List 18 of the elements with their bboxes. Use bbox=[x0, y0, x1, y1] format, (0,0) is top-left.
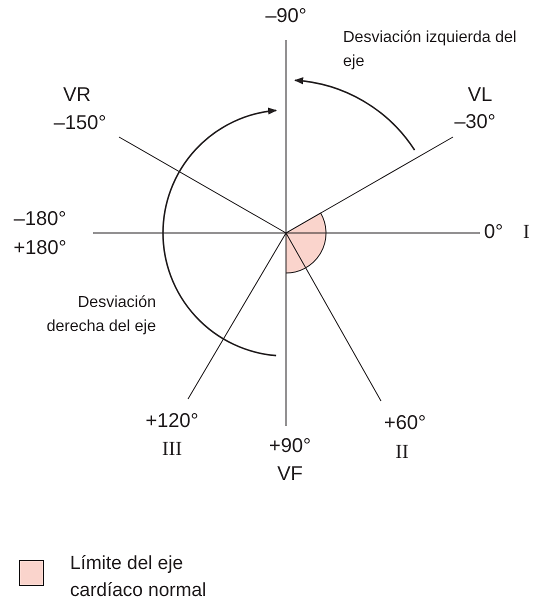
lead-label: I bbox=[523, 220, 531, 244]
legend-text: Límite del eje cardíaco normal bbox=[70, 552, 208, 601]
angle-label: –90° bbox=[264, 4, 308, 28]
angle-label: –30° bbox=[453, 110, 497, 134]
angle-label: +120° bbox=[144, 409, 200, 433]
lead-label: VR bbox=[62, 83, 92, 107]
angle-label: –150° bbox=[52, 111, 108, 135]
lead-label: VF bbox=[276, 462, 304, 486]
axis-deviation-label: Desviación izquierda del eje bbox=[343, 28, 518, 72]
lead-label: III bbox=[161, 437, 183, 461]
axis-deviation-label: Desviación derecha del eje bbox=[46, 293, 156, 337]
lead-label: II bbox=[394, 440, 410, 464]
angle-label: –180° bbox=[12, 207, 68, 231]
angle-label: +60° bbox=[383, 411, 427, 435]
angle-label: +180° bbox=[12, 236, 68, 260]
lead-label: VL bbox=[466, 83, 494, 107]
angle-label: +90° bbox=[268, 434, 312, 458]
angle-label: 0° bbox=[484, 220, 504, 244]
